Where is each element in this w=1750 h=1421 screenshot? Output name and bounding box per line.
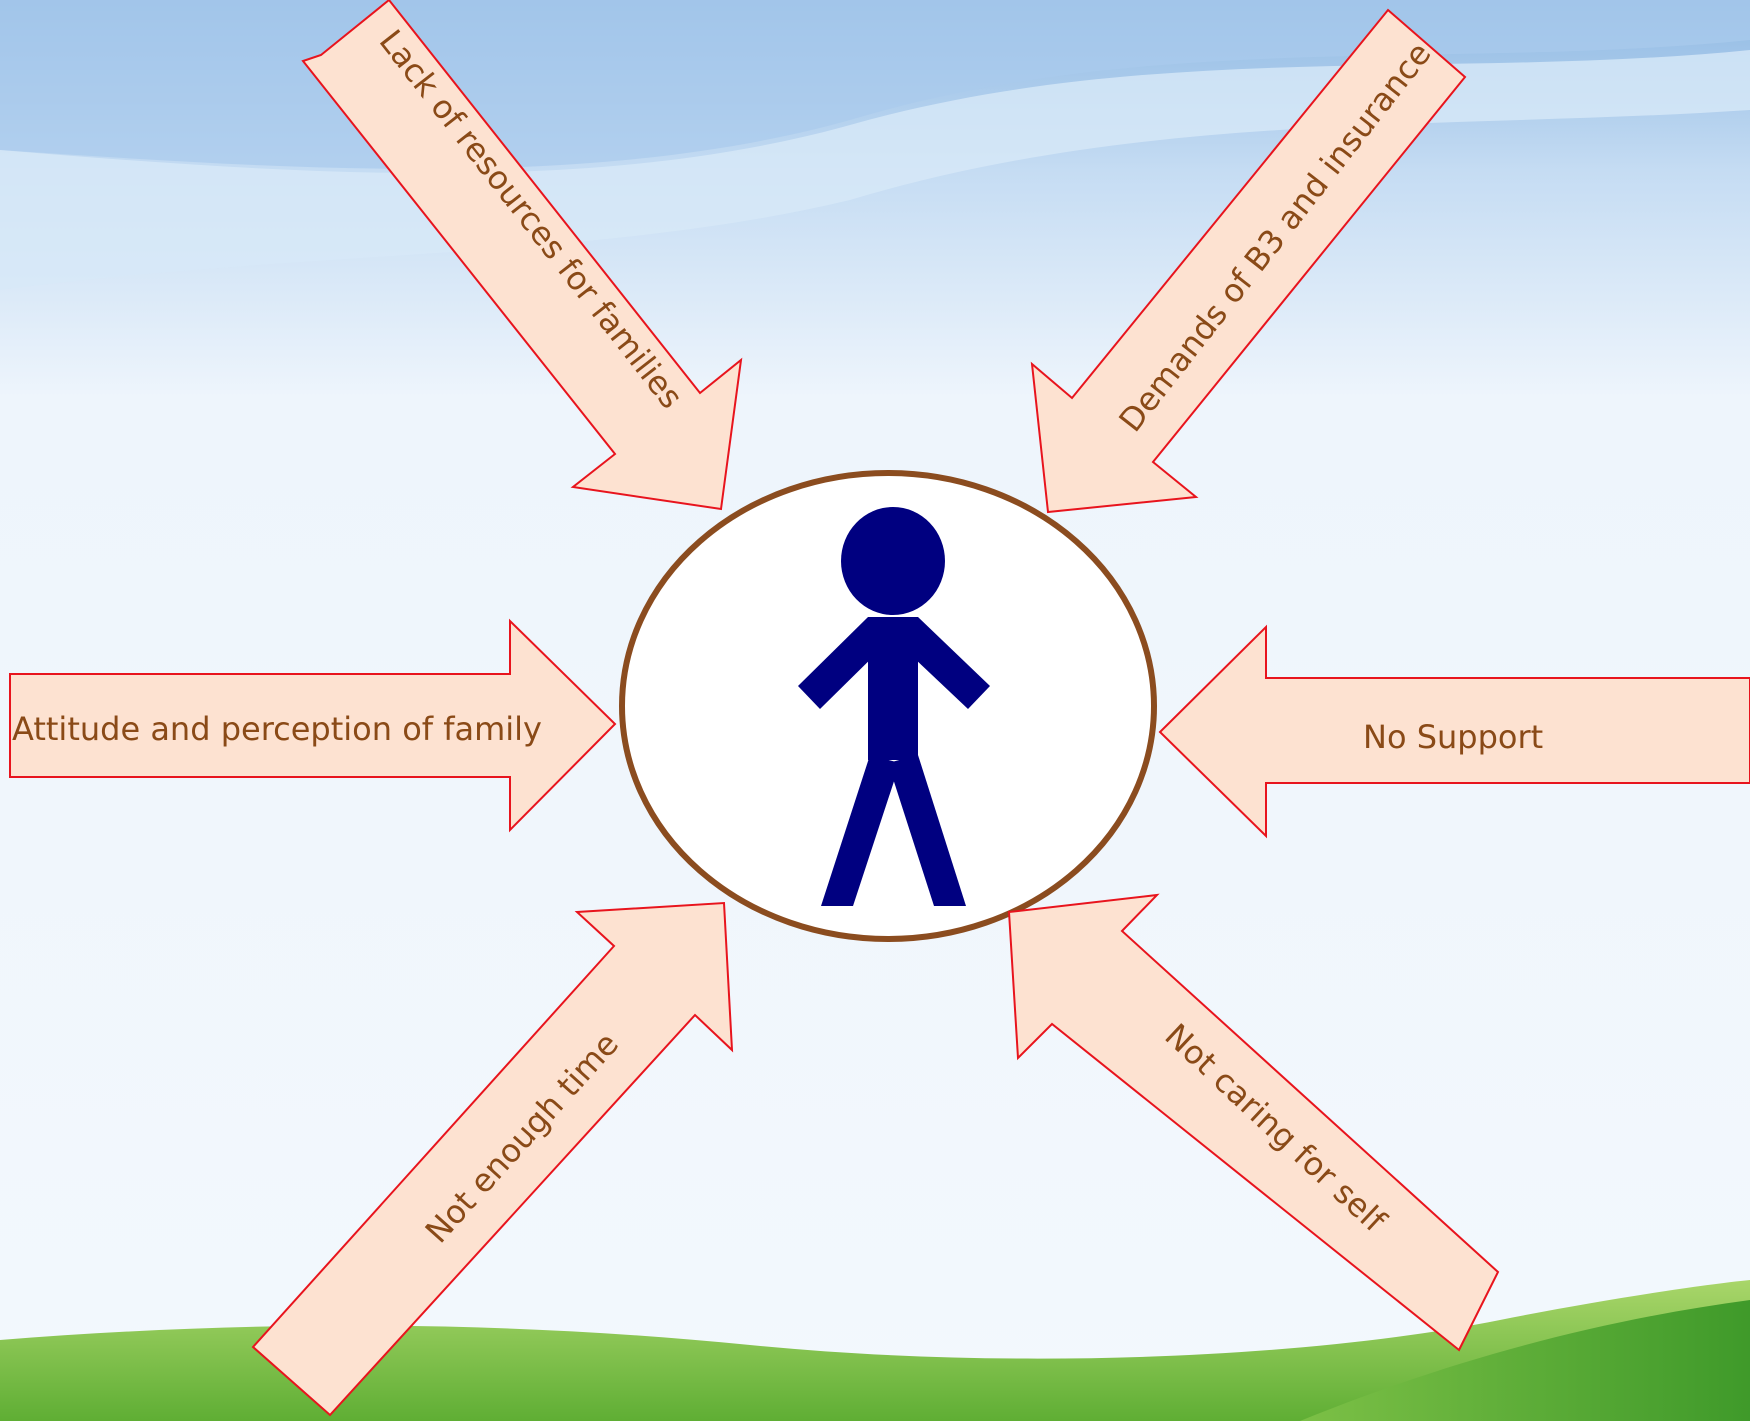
grass-hill (1300, 1300, 1750, 1421)
grass-hill (0, 1280, 1750, 1421)
arrow-label-right: No Support (1363, 718, 1543, 756)
arrow-label-left: Attitude and perception of family (12, 710, 542, 748)
arrow-right: No Support (1158, 624, 1750, 839)
person-icon (798, 507, 990, 906)
arrow-left: Attitude and perception of family (9, 618, 617, 833)
